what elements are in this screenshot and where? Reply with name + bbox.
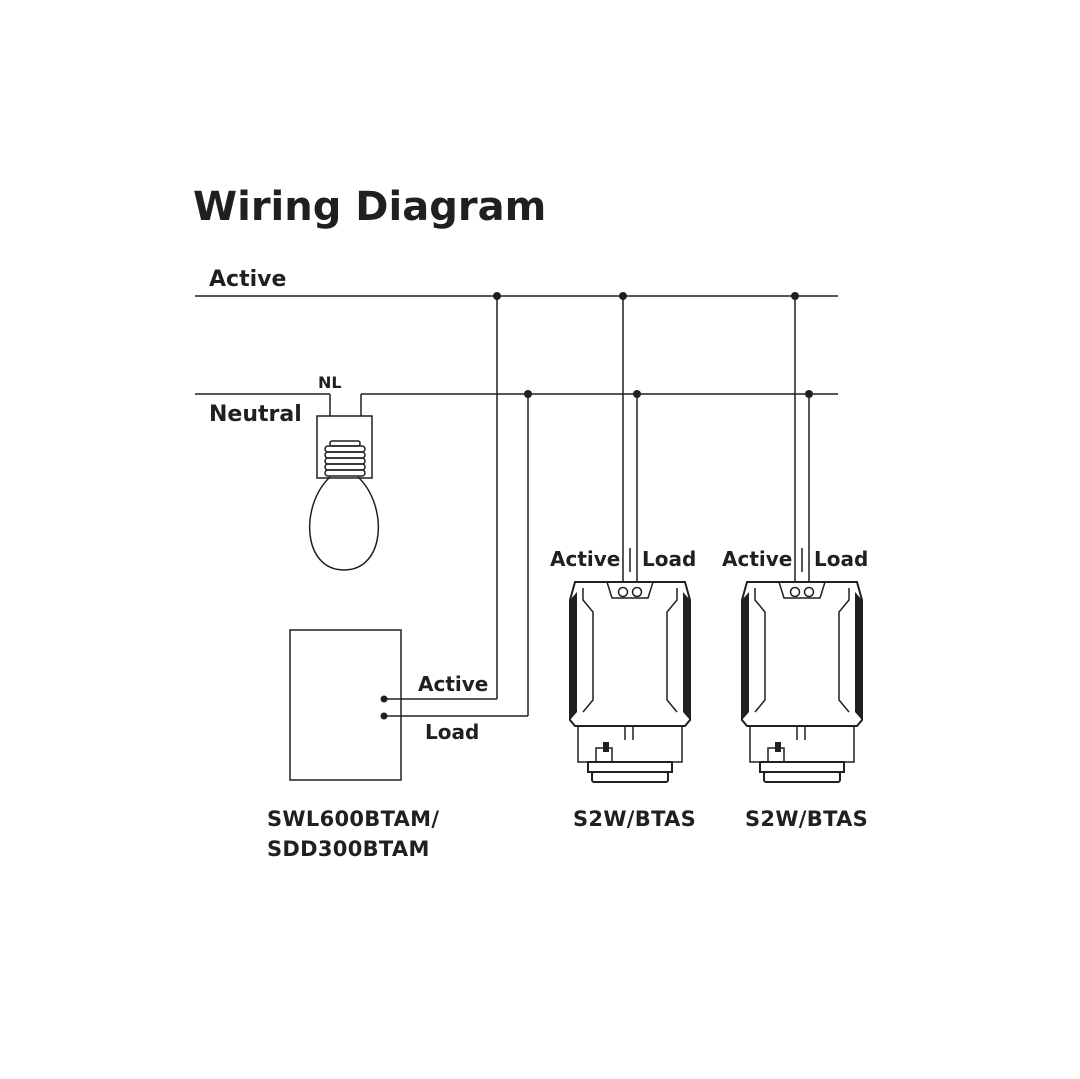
diagram-title: Wiring Diagram (193, 184, 546, 230)
module1-right-rib (683, 592, 690, 720)
lamp-thread-4 (324, 457, 366, 465)
module2-right-rib (855, 592, 862, 720)
lamp-nl-label: NL (318, 373, 342, 392)
active-rail-label: Active (209, 267, 286, 292)
module1-load-label: Load (642, 547, 696, 571)
switch-load-label: Load (425, 720, 479, 744)
module1-active-screw (617, 586, 629, 598)
switch-active-label: Active (418, 672, 488, 696)
switch-model-line1: SWL600BTAM/ (267, 807, 439, 831)
module1-model-label: S2W/BTAS (573, 807, 696, 831)
module1-active-label: Active (550, 547, 620, 571)
lamp-socket (316, 415, 373, 479)
module-2: Active Load S2W/BTAS (722, 547, 868, 831)
lamp-thread-2 (324, 445, 366, 453)
module2-right-bevel (838, 588, 850, 713)
neutral-rail-label: Neutral (209, 402, 302, 427)
module1-base (577, 725, 683, 763)
module2-latch-tab (775, 742, 781, 752)
module2-left-bevel (754, 588, 766, 713)
lamp-thread-5 (324, 463, 366, 471)
lamp-icon: NL (308, 373, 380, 571)
module2-model-label: S2W/BTAS (745, 807, 868, 831)
module2-load-screw (803, 586, 815, 598)
module2-body (741, 581, 863, 727)
module1-collar (587, 761, 673, 773)
junction-dot (524, 390, 532, 398)
main-switch-box (289, 629, 402, 781)
module1-body (569, 581, 691, 727)
module1-load-screw (631, 586, 643, 598)
module1-right-bevel (666, 588, 678, 713)
module1-latch-tab (603, 742, 609, 752)
module2-base (749, 725, 855, 763)
junction-dot (493, 292, 501, 300)
module1-foot (591, 771, 669, 783)
lamp-thread-3 (324, 451, 366, 459)
lamp-bulb (308, 476, 380, 571)
module1-left-rib (570, 592, 577, 720)
module2-active-label: Active (722, 547, 792, 571)
module2-foot (763, 771, 841, 783)
module2-active-screw (789, 586, 801, 598)
junction-dot (633, 390, 641, 398)
module2-collar (759, 761, 845, 773)
main-switch: Active Load SWL600BTAM/ SDD300BTAM (267, 629, 528, 861)
junction-dot (791, 292, 799, 300)
switch-model-line2: SDD300BTAM (267, 837, 430, 861)
junction-dot (805, 390, 813, 398)
module-1: Active Load S2W/BTAS (550, 547, 696, 831)
lamp-thread-6 (324, 469, 366, 477)
module2-terminal-block (778, 581, 826, 599)
module1-left-bevel (582, 588, 594, 713)
module2-load-label: Load (814, 547, 868, 571)
module1-terminal-block (606, 581, 654, 599)
module2-left-rib (742, 592, 749, 720)
junction-dot (619, 292, 627, 300)
